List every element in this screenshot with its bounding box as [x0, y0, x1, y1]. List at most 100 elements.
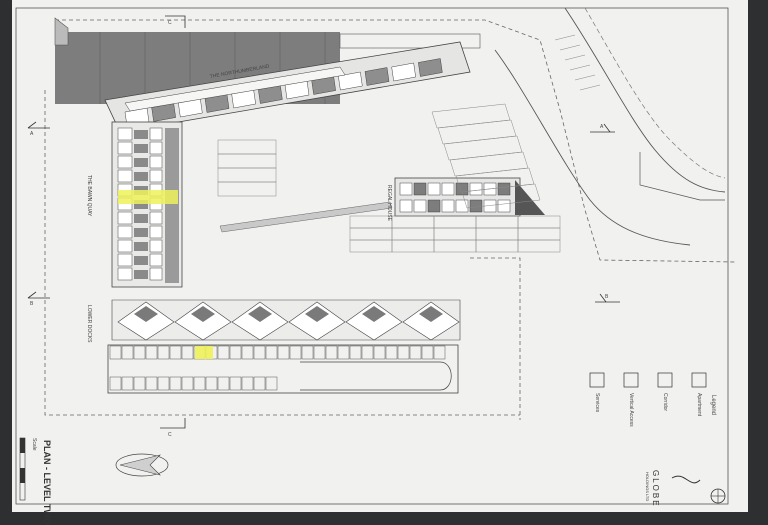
brand-subtitle: HOLDINGS LTD	[645, 472, 650, 502]
svg-text:A: A	[30, 131, 34, 137]
svg-text:C: C	[168, 20, 172, 26]
paving-tile	[217, 181, 277, 197]
road-centreline	[584, 7, 726, 179]
kerb	[639, 152, 725, 201]
apartment-unit	[149, 169, 163, 183]
paving-grid	[349, 215, 561, 253]
paving-tile	[217, 153, 277, 169]
legend-swatch	[657, 372, 673, 388]
parking-bays	[109, 345, 446, 391]
parking-bay	[229, 345, 242, 360]
apartment-unit	[149, 239, 163, 253]
apartment-unit	[149, 155, 163, 169]
apartment-unit	[149, 141, 163, 155]
parking-bay	[265, 345, 278, 360]
parking-bay	[169, 376, 182, 391]
apartment-unit	[117, 253, 133, 267]
diagonal-corridor	[124, 66, 346, 112]
parking-bay	[337, 345, 350, 360]
apartment-unit	[497, 182, 511, 196]
apartment-unit	[455, 199, 469, 213]
apartment-unit	[149, 127, 163, 141]
parking-bay	[121, 376, 134, 391]
apartment-unit	[117, 211, 133, 225]
corner-tower	[54, 17, 69, 46]
parking-bay	[193, 376, 206, 391]
paving-tile	[349, 239, 393, 253]
parking-bay	[145, 345, 158, 360]
block-label: REGAL HOUSE	[386, 185, 392, 222]
apartment-unit	[117, 267, 133, 281]
unit-core	[419, 306, 443, 322]
apartment-unit	[418, 58, 443, 77]
scale-label: Scale	[31, 438, 37, 451]
central-units	[399, 182, 511, 213]
paving-tile	[349, 215, 393, 229]
parking-bay	[109, 376, 122, 391]
unit-core	[305, 306, 329, 322]
parking-bay	[145, 376, 158, 391]
globe-logo-icon	[671, 475, 726, 504]
parking-bay	[373, 345, 386, 360]
parking-bay	[157, 376, 170, 391]
svg-text:C: C	[168, 432, 172, 438]
parking-bay	[301, 345, 314, 360]
paving-tile	[391, 227, 435, 241]
apartment-unit	[441, 182, 455, 196]
apartment-unit	[149, 211, 163, 225]
highlight-unit-west	[118, 190, 178, 204]
parking-bay	[265, 376, 278, 391]
street-label-2: LOWER DOCKS	[86, 305, 92, 343]
apartment-unit	[497, 199, 511, 213]
paving-tile	[433, 215, 477, 229]
apartment-unit	[117, 141, 133, 155]
parking-bay	[241, 345, 254, 360]
road-inner	[494, 49, 691, 246]
apartment-unit	[441, 199, 455, 213]
parking-bay	[169, 345, 182, 360]
parking-bay	[133, 376, 146, 391]
parking-bay	[157, 345, 170, 360]
section-marker-b-left: B	[27, 291, 50, 307]
section-marker-c-top: C	[165, 15, 186, 28]
parking-bay	[181, 345, 194, 360]
parking-bay	[349, 345, 362, 360]
unit-core	[134, 158, 148, 167]
parking-bay	[397, 345, 410, 360]
paving-tile	[433, 239, 477, 253]
brand-name: GLOBE	[651, 470, 660, 508]
apartment-unit	[413, 182, 427, 196]
paving-grid-right	[431, 103, 541, 209]
parking-bay	[433, 345, 446, 360]
paving-tile	[461, 183, 541, 209]
highlight-unit-south	[195, 346, 213, 359]
car-park	[107, 344, 459, 394]
apartment-unit	[399, 182, 413, 196]
parking-bay	[361, 345, 374, 360]
svg-text:A: A	[600, 124, 604, 130]
unit-core	[134, 130, 148, 139]
parking-bay	[217, 376, 230, 391]
legend-swatch	[691, 372, 707, 388]
apartment-unit	[117, 127, 133, 141]
paving-tile	[475, 215, 519, 229]
parking-bay	[277, 345, 290, 360]
unit-core	[191, 306, 215, 322]
site-boundary-north	[55, 19, 736, 263]
site-boundary-east	[470, 257, 521, 420]
west-block-balconies	[165, 128, 179, 283]
section-marker-b-right: B	[595, 293, 620, 303]
unit-core	[134, 306, 158, 322]
unit-core	[134, 270, 148, 279]
unit-core	[134, 172, 148, 181]
parking-bay	[385, 345, 398, 360]
unit-core	[134, 214, 148, 223]
scale-bar	[19, 437, 26, 501]
parking-bay	[289, 345, 302, 360]
unit-core	[134, 242, 148, 251]
parking-bay	[253, 345, 266, 360]
paving-tile	[433, 227, 477, 241]
paving-grid-left	[217, 139, 277, 197]
paving-tile	[517, 215, 561, 229]
unit-core	[134, 256, 148, 265]
